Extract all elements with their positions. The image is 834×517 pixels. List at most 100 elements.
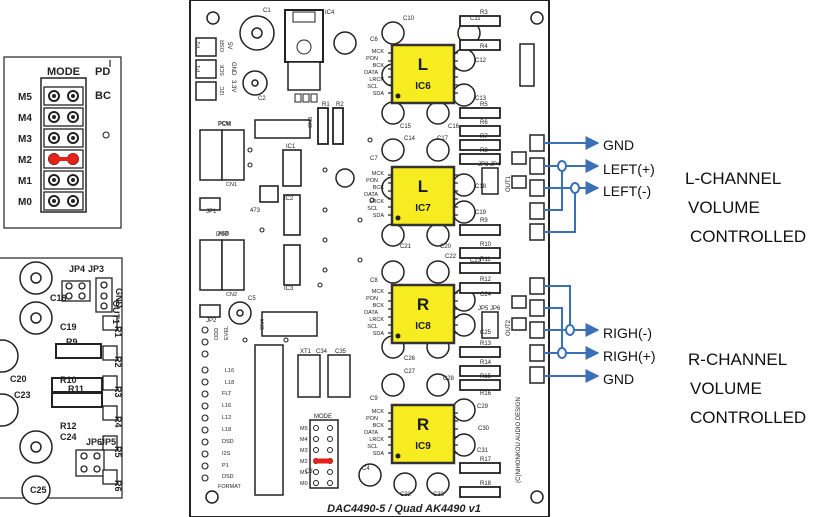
- silk-label: L16: [222, 403, 231, 409]
- silk-label: DSD: [222, 439, 234, 445]
- mode-header: MODE: [47, 66, 80, 78]
- silk-label: IC2: [284, 196, 294, 202]
- mode-row-m5[interactable]: M5: [18, 86, 84, 106]
- board-mode-jumper-cap: [313, 458, 333, 464]
- silk-label: C20: [440, 244, 452, 250]
- silk-label: R2: [336, 102, 344, 108]
- board-left-connectors: [195, 37, 351, 496]
- silk-label: P1: [196, 65, 202, 72]
- annotation-left-caption: L-CHANNEL: [685, 169, 781, 188]
- silk-label: R12: [480, 277, 492, 283]
- annotation-right-signal: RIGH(-): [603, 325, 652, 341]
- chip-signal-label: SDA: [373, 91, 385, 97]
- chip-signal-label: MCK: [372, 171, 385, 177]
- silk-label: C9: [370, 396, 378, 402]
- chip-signal-label: DATA: [364, 430, 378, 436]
- chip-signal-label: MCK: [372, 409, 385, 415]
- silk-label: R17: [480, 457, 492, 463]
- silk-label: C25: [480, 330, 492, 336]
- chip-signal-label: SDA: [373, 213, 385, 219]
- mode-row-m0[interactable]: M0: [18, 191, 84, 211]
- chip-name: IC7: [415, 203, 431, 214]
- board-pads: [201, 137, 375, 482]
- annotation-right-caption: R-CHANNEL: [688, 350, 787, 369]
- silk-label: R15: [480, 374, 492, 380]
- mode-jumper-cap: [67, 153, 79, 165]
- mode-row-m2[interactable]: M2: [18, 149, 84, 169]
- silk-label: C7: [370, 156, 378, 162]
- silk-label: C4: [362, 466, 370, 472]
- silk-label: C24: [480, 292, 492, 298]
- mode-row-m1[interactable]: M1: [18, 170, 84, 190]
- silk-label: XT1: [300, 349, 312, 355]
- silk-label: R13: [480, 341, 492, 347]
- silk-label: SCK: [220, 64, 226, 76]
- annotation-right-caption: CONTROLLED: [690, 408, 806, 427]
- mode-side-label-bc: BC: [95, 90, 111, 102]
- side-part-label: R1: [113, 326, 123, 338]
- silk-label: IC3: [284, 286, 294, 292]
- silk-label: ODD: [214, 328, 220, 340]
- silk-label: FLT: [222, 391, 232, 397]
- side-part-label: C23: [14, 390, 31, 400]
- mode-jumper-cap: [48, 153, 60, 165]
- chip-signal-label: LRCK: [369, 317, 384, 323]
- board-title: DAC4490-5 / Quad AK4490 v1: [327, 503, 481, 515]
- chip-signal-label: SCL: [367, 444, 378, 450]
- mode-pin-hole: [71, 94, 75, 98]
- board-vendor: (C)NIHONKOU AUDIO DESIGN: [516, 397, 522, 483]
- chip-name: IC8: [415, 321, 431, 332]
- silk-label: GND: [230, 62, 236, 76]
- silk-label: C28: [443, 376, 455, 382]
- mode-row-label: M3: [18, 134, 32, 145]
- silk-label: L18: [225, 380, 234, 386]
- silk-label: R11: [480, 257, 491, 263]
- silk-label: C1: [263, 8, 271, 14]
- silk-label: C3: [305, 469, 313, 475]
- board-resistors: [317, 15, 501, 498]
- annotation-left-signal: LEFT(+): [603, 161, 655, 177]
- silk-label: PCM: [218, 121, 231, 127]
- silk-label: C21: [400, 244, 412, 250]
- silk-label: C11: [470, 16, 481, 22]
- silk-label: R5: [480, 102, 488, 108]
- mode-row-m4[interactable]: M4: [18, 107, 84, 127]
- silk-label: C29: [477, 404, 489, 410]
- side-part-label: C19: [60, 322, 77, 332]
- mode-jumper-bar: [50, 157, 77, 161]
- silk-label: CN3: [308, 117, 314, 128]
- silk-label: C30: [478, 426, 490, 432]
- silk-label: CN4: [260, 319, 266, 330]
- side-part-label: R3: [113, 386, 123, 398]
- silk-label: OSR: [220, 40, 226, 52]
- small-dip-ics: [259, 149, 302, 286]
- silk-label: C14: [404, 136, 416, 142]
- silk-label: C2: [258, 96, 266, 102]
- silk-label: R9: [480, 218, 488, 224]
- silk-label: P1: [222, 463, 229, 469]
- silk-label: C10: [403, 16, 415, 22]
- annotation-right-signal: RIGH(+): [603, 348, 656, 364]
- chip-signal-label: BCK: [373, 63, 385, 69]
- silk-label: IC4: [325, 10, 335, 16]
- board-mode-header: MODE: [314, 414, 332, 420]
- annotation-wiring: [544, 136, 600, 383]
- board-mode-row: M5: [300, 426, 308, 432]
- silk-label: R3: [480, 10, 488, 16]
- silk-label: IC1: [286, 144, 296, 150]
- silk-label: C23: [470, 258, 482, 264]
- board-mode-row: M4: [300, 437, 308, 443]
- mode-row-m3[interactable]: M3: [18, 128, 84, 148]
- chip-signal-label: PON: [366, 416, 378, 422]
- chip-letter: L: [418, 177, 428, 196]
- chip-signal-label: SCL: [367, 206, 378, 212]
- regulator-ic4: [284, 9, 324, 103]
- silk-label: R10: [480, 242, 492, 248]
- chip-letter: R: [417, 415, 429, 434]
- silk-label: C13: [475, 96, 487, 102]
- silk-label: I2C: [220, 86, 226, 95]
- chip-letter: R: [417, 295, 429, 314]
